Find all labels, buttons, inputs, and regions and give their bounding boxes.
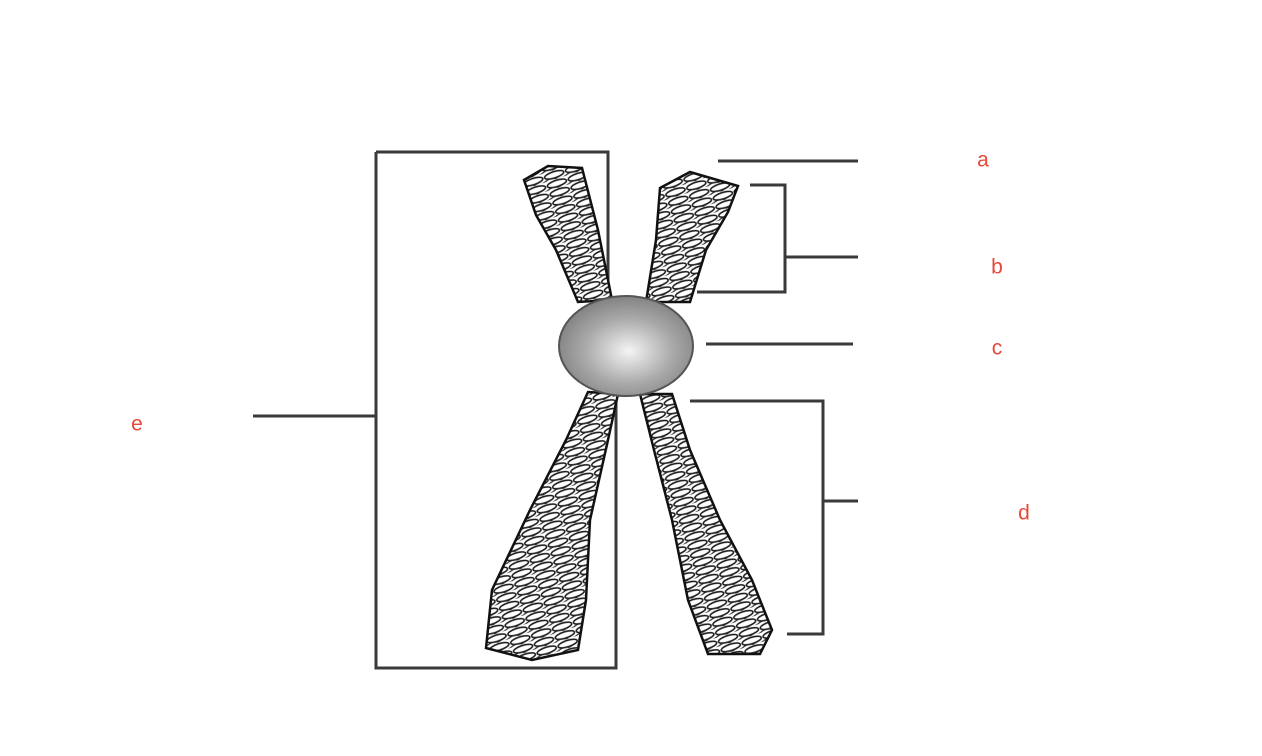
bracket-b: [697, 183, 858, 294]
chromatid-arms: [484, 164, 774, 662]
arm-lower-left: [484, 390, 620, 662]
arm-upper-right: [644, 170, 740, 304]
bracket-d: [690, 399, 858, 636]
arm-upper-left: [522, 164, 614, 304]
bracket-e: [253, 150, 618, 670]
arm-lower-right: [638, 392, 774, 656]
label-b: b: [991, 255, 1003, 279]
centromere: [558, 295, 694, 397]
label-d: d: [1018, 501, 1030, 525]
label-e: e: [131, 412, 143, 436]
label-a: a: [977, 148, 989, 172]
label-c: c: [991, 336, 1003, 360]
pointer-lines: [690, 159, 858, 636]
